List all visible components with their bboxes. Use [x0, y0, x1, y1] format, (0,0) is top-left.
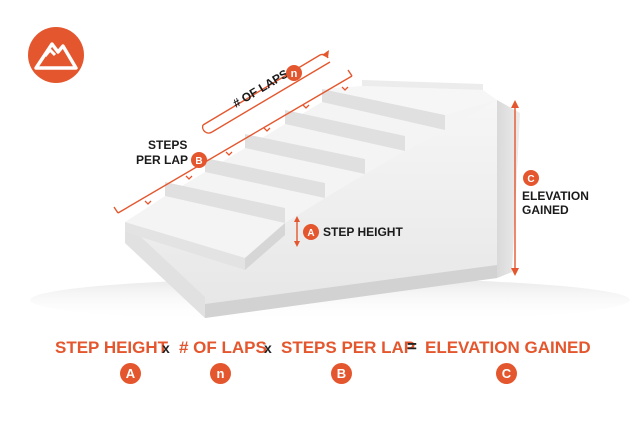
formula-term-elevation-gained: ELEVATION GAINED	[425, 338, 591, 357]
formula-term-step-height: STEP HEIGHT	[55, 338, 169, 357]
step-height-badge: A	[303, 224, 319, 240]
svg-text:A: A	[307, 228, 314, 239]
formula-operator-equals: =	[407, 337, 417, 356]
steps-per-lap-label-line2: PER LAP	[136, 153, 188, 167]
svg-text:n: n	[291, 68, 298, 80]
step-tick-marks	[144, 86, 349, 205]
step-height-marker	[294, 216, 300, 247]
steps-per-lap-label-line1: STEPS	[148, 138, 187, 152]
laps-badge: n	[286, 65, 302, 81]
elevation-line	[511, 100, 519, 276]
formula-badge-n: n	[210, 363, 231, 384]
formula-badge-c: C	[496, 363, 517, 384]
formula-term-laps: # OF LAPS	[179, 338, 267, 357]
formula-term-steps-per-lap: STEPS PER LAP	[281, 338, 416, 357]
laps-bracket	[201, 50, 331, 134]
formula-operator-times-1: x	[162, 340, 170, 356]
formula-operator-times-2: x	[264, 340, 272, 356]
steps-badge: B	[191, 152, 207, 168]
elevation-label-line2: GAINED	[522, 203, 569, 217]
formula-badge-a: A	[120, 363, 141, 384]
elevation-badge: C	[523, 170, 539, 186]
staircase	[125, 80, 520, 318]
steps-per-lap-line	[117, 75, 353, 214]
step-height-label: STEP HEIGHT	[323, 225, 403, 239]
mountain-logo-icon	[28, 27, 84, 83]
formula-badge-b: B	[331, 363, 352, 384]
svg-text:C: C	[527, 174, 534, 185]
svg-text:B: B	[195, 156, 202, 167]
elevation-label-line1: ELEVATION	[522, 189, 589, 203]
formula: STEP HEIGHT x # OF LAPS x STEPS PER LAP …	[0, 337, 640, 362]
